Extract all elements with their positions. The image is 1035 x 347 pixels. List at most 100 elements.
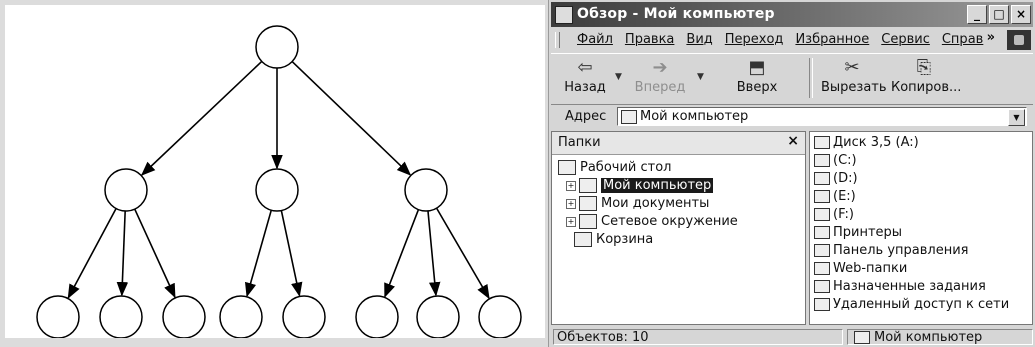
content-item[interactable]: (E:) bbox=[814, 189, 856, 205]
tree-diagram bbox=[5, 5, 545, 338]
copy-icon: ⎘ bbox=[916, 57, 932, 78]
menu-more[interactable]: » bbox=[986, 30, 995, 45]
explorer-icon bbox=[555, 6, 573, 24]
content-item[interactable]: (D:) bbox=[814, 171, 858, 187]
computer-icon bbox=[621, 110, 637, 124]
minimize-button[interactable]: _ bbox=[967, 5, 987, 24]
tree-node bbox=[162, 295, 206, 338]
copy-button[interactable]: ⎘ Копиров... bbox=[891, 56, 961, 100]
menu-item[interactable]: Справ bbox=[941, 32, 984, 47]
drive-icon bbox=[814, 172, 830, 185]
content-item-label: (C:) bbox=[833, 153, 857, 168]
folder-tree-item[interactable]: + Мой компьютер bbox=[566, 177, 714, 195]
address-field[interactable]: Мой компьютер ▼ bbox=[617, 107, 1027, 126]
folder-up-icon: ⬒ bbox=[748, 57, 766, 78]
folder-tree-item[interactable]: + Сетевое окружение bbox=[566, 213, 738, 231]
address-label: Адрес bbox=[565, 109, 607, 124]
expand-icon[interactable]: + bbox=[566, 180, 576, 191]
toolbar-grip[interactable] bbox=[555, 32, 560, 48]
folders-panel: Папки × Рабочий стол + Мой компьютер + Мои д… bbox=[551, 131, 806, 325]
forward-label: Вперед bbox=[634, 80, 686, 95]
address-dropdown-icon[interactable]: ▼ bbox=[1008, 109, 1025, 126]
content-item-label: Принтеры bbox=[833, 225, 903, 240]
tree-edge-arrow bbox=[140, 60, 263, 176]
status-location-label: Мой компьютер bbox=[874, 330, 983, 345]
window-title: Обзор - Мой компьютер bbox=[577, 6, 775, 22]
folders-close-icon[interactable]: × bbox=[787, 133, 799, 149]
back-button[interactable]: ⇦ Назад bbox=[559, 56, 611, 100]
maximize-button[interactable]: □ bbox=[989, 5, 1009, 24]
content-item[interactable]: Диск 3,5 (A:) bbox=[814, 135, 919, 151]
tree-edge-arrow bbox=[133, 208, 176, 299]
back-label: Назад bbox=[564, 80, 606, 95]
menu-item[interactable]: Вид bbox=[686, 32, 713, 47]
back-dropdown-icon[interactable]: ▼ bbox=[615, 72, 622, 82]
content-item[interactable]: (F:) bbox=[814, 207, 854, 223]
up-button[interactable]: ⬒ Вверх bbox=[733, 56, 781, 100]
tree-edge-arrow bbox=[280, 210, 303, 297]
content-item[interactable]: Web-папки bbox=[814, 261, 907, 277]
folder-tree-label: Рабочий стол bbox=[580, 160, 672, 175]
cut-button[interactable]: ✂ Вырезать bbox=[821, 56, 887, 100]
drive-icon bbox=[814, 208, 830, 221]
folder-tree-item[interactable]: Рабочий стол bbox=[558, 159, 671, 177]
computer-icon bbox=[854, 331, 870, 344]
tree-svg bbox=[36, 25, 522, 338]
up-label: Вверх bbox=[736, 80, 778, 95]
scissors-icon: ✂ bbox=[844, 57, 860, 78]
content-item-label: (D:) bbox=[833, 171, 858, 186]
folder-icon bbox=[579, 214, 597, 229]
status-count: Объектов: 10 bbox=[553, 329, 843, 345]
folder-tree-label: Сетевое окружение bbox=[601, 214, 738, 229]
menu-item[interactable]: Сервис bbox=[881, 32, 930, 47]
content-item-label: Удаленный доступ к сети bbox=[833, 297, 1010, 312]
content-item[interactable]: Принтеры bbox=[814, 225, 902, 241]
forward-dropdown-icon[interactable]: ▼ bbox=[697, 72, 704, 82]
folders-title: Папки bbox=[558, 135, 601, 150]
drive-icon bbox=[814, 190, 830, 203]
tree-node bbox=[282, 295, 326, 338]
drive-icon bbox=[814, 226, 830, 239]
tree-node bbox=[104, 168, 148, 212]
windows-logo-icon bbox=[1007, 30, 1031, 50]
menu-bar: Файл Правка Вид Переход Избранное Сервис Справ… bbox=[551, 29, 1033, 51]
menu-items: Файл Правка Вид Переход Избранное Сервис Справ bbox=[577, 32, 983, 47]
menu-item[interactable]: Избранное bbox=[795, 32, 870, 47]
tree-node bbox=[355, 295, 399, 338]
content-item[interactable]: (C:) bbox=[814, 153, 857, 169]
tree-edge-arrow bbox=[244, 209, 273, 298]
close-button[interactable]: × bbox=[1011, 5, 1031, 24]
expand-icon[interactable]: + bbox=[566, 216, 576, 227]
menu-item[interactable]: Файл bbox=[577, 32, 613, 47]
folder-icon bbox=[579, 196, 597, 211]
drive-icon bbox=[814, 136, 830, 149]
tree-node bbox=[255, 25, 299, 69]
expand-icon[interactable]: + bbox=[566, 198, 576, 209]
toolbar-separator bbox=[809, 58, 813, 98]
folder-tree-item[interactable]: Корзина bbox=[574, 231, 653, 249]
content-item[interactable]: Панель управления bbox=[814, 243, 969, 259]
tree-node bbox=[255, 168, 299, 212]
content-item-label: Web-папки bbox=[833, 261, 908, 276]
folder-tree-label: Мои документы bbox=[601, 196, 710, 211]
forward-button[interactable]: ➔ Вперед bbox=[629, 56, 691, 100]
tree-node bbox=[219, 295, 263, 338]
content-item-label: (F:) bbox=[833, 207, 854, 222]
folder-icon bbox=[574, 232, 592, 247]
menu-item[interactable]: Правка bbox=[624, 32, 675, 47]
back-arrow-icon: ⇦ bbox=[577, 57, 593, 78]
menu-item[interactable]: Переход bbox=[724, 32, 784, 47]
tree-edge-arrow bbox=[67, 208, 117, 299]
folder-tree-label: Мой компьютер bbox=[601, 178, 714, 193]
drive-icon bbox=[814, 154, 830, 167]
drive-icon bbox=[814, 244, 830, 257]
content-item[interactable]: Назначенные задания bbox=[814, 279, 986, 295]
folder-icon bbox=[579, 178, 597, 193]
toolbar: ⇦ Назад ▼ ➔ Вперед ▼ ⬒ Вверх ✂ Вырезать … bbox=[551, 53, 1033, 105]
address-bar: Адрес Мой компьютер ▼ bbox=[551, 106, 1033, 128]
folder-tree-item[interactable]: + Мои документы bbox=[566, 195, 709, 213]
folder-tree-label: Корзина bbox=[596, 232, 654, 247]
content-item[interactable]: Удаленный доступ к сети bbox=[814, 297, 1009, 313]
tree-edge-arrow bbox=[427, 210, 441, 297]
tree-node bbox=[478, 295, 522, 338]
